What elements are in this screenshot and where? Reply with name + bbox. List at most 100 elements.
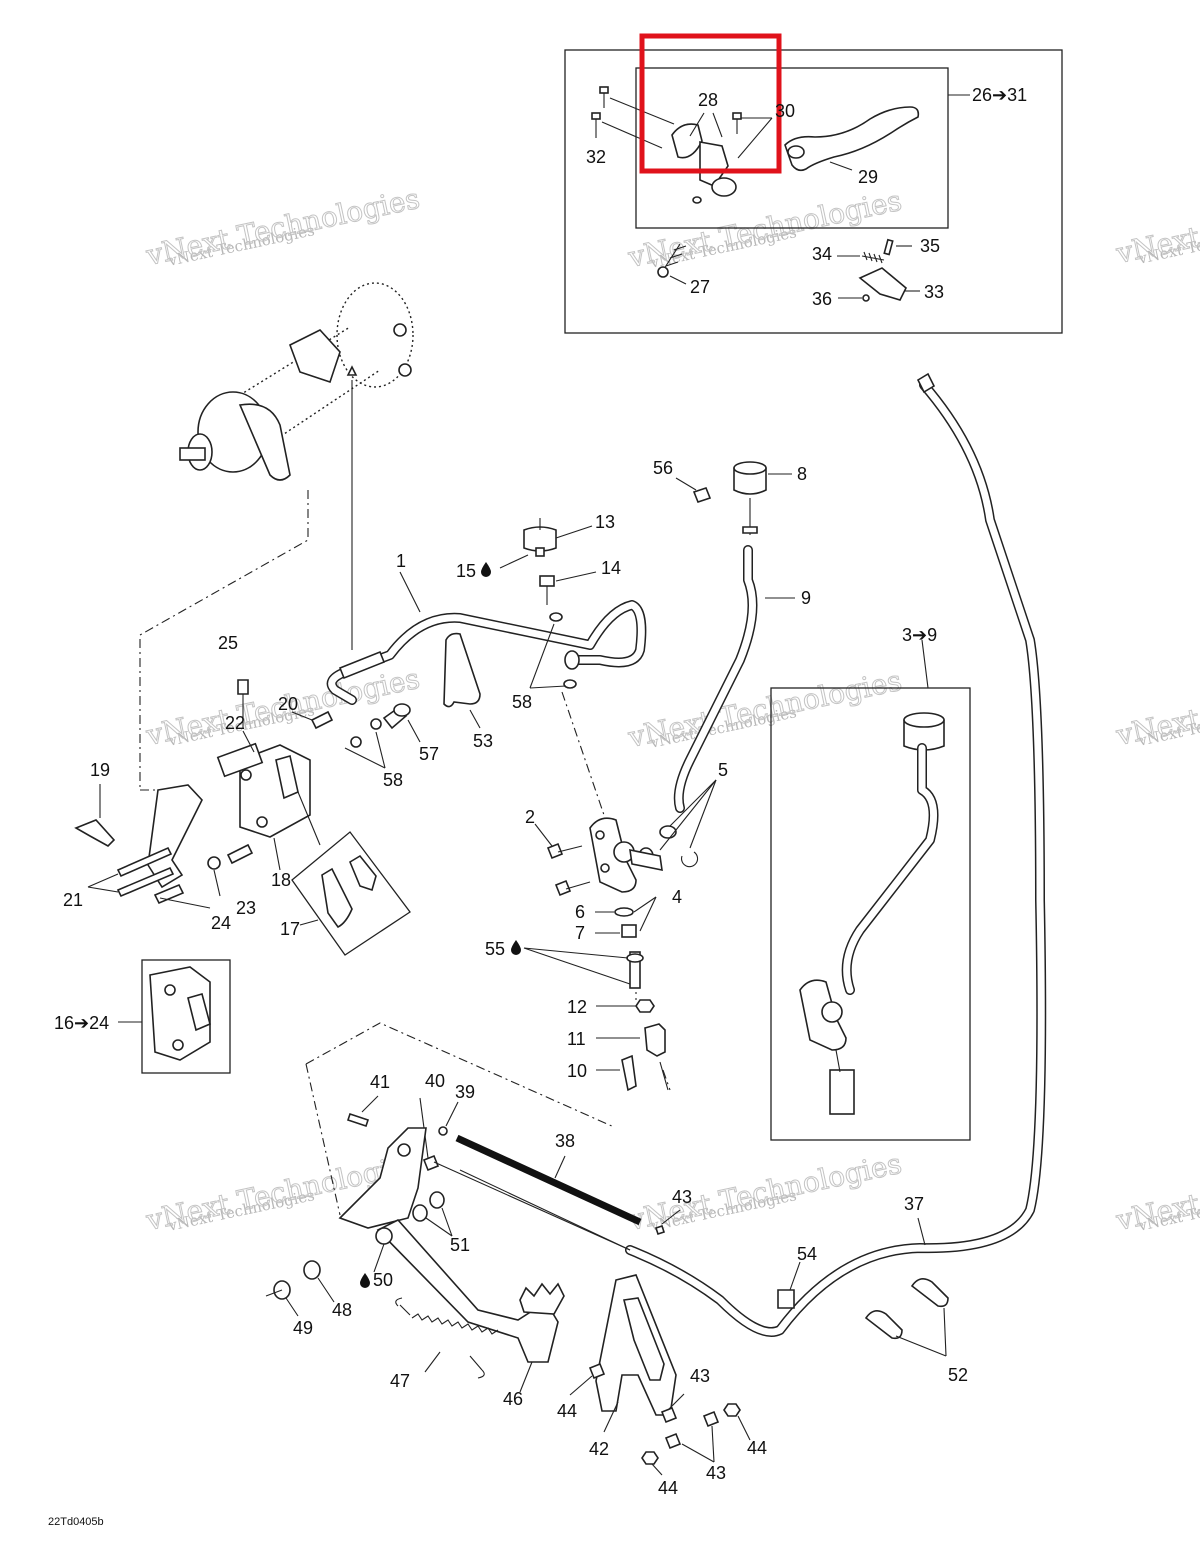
label-17: 17 (280, 919, 300, 939)
label-39: 39 (455, 1082, 475, 1102)
valve-block (499, 461, 795, 1092)
label-48: 48 (332, 1300, 352, 1320)
label-49: 49 (293, 1318, 313, 1338)
label-58-top: 58 (512, 692, 532, 712)
label-44-bottom: 44 (658, 1478, 678, 1498)
figure-code: 22Td0405b (48, 1516, 104, 1528)
watermark: vNext Technologies vNext Technologies (624, 183, 905, 274)
switch-parts (837, 238, 920, 302)
label-32: 32 (586, 147, 606, 167)
caliper-assembly-inset (118, 959, 231, 1074)
watermark: vNext Technologies vNext Technologies (1112, 661, 1200, 752)
label-25: 25 (218, 633, 238, 653)
label-6: 6 (575, 902, 585, 922)
label-18: 18 (271, 870, 291, 890)
lever-29 (784, 106, 920, 172)
watermark: vNext Technologies vNext Technologies (1112, 1146, 1200, 1237)
label-47: 47 (390, 1371, 410, 1391)
label-34: 34 (812, 244, 832, 264)
label-33: 33 (924, 282, 944, 302)
spring-27 (657, 243, 687, 285)
watermark: vNext Technologies vNext Technologies (624, 1146, 905, 1237)
axle-hub (139, 282, 414, 790)
label-4: 4 (672, 887, 682, 907)
watermark: vNext Technologies vNext Technologies (1112, 179, 1200, 270)
label-13: 13 (595, 512, 615, 532)
banjo-fittings (291, 703, 421, 769)
drop-icon (360, 1273, 370, 1288)
label-36: 36 (812, 289, 832, 309)
label-20: 20 (278, 694, 298, 714)
drop-icon (511, 940, 521, 955)
label-11: 11 (567, 1029, 586, 1049)
label-43-top: 43 (672, 1187, 692, 1207)
drop-icon (481, 562, 491, 577)
label-43-bottom: 43 (706, 1463, 726, 1483)
label-53: 53 (473, 731, 493, 751)
label-7: 7 (575, 923, 585, 943)
label-21: 21 (63, 890, 83, 910)
label-56: 56 (653, 458, 673, 478)
label-44-left: 44 (557, 1401, 577, 1421)
caliper (140, 679, 321, 889)
watermark: vNext Technologies vNext Technologies (142, 181, 423, 272)
label-40: 40 (425, 1071, 445, 1091)
svg-text:vNext Technologies: vNext Technologies (625, 184, 905, 274)
label-5: 5 (718, 760, 728, 780)
lever-assembly-group (564, 33, 1063, 334)
label-52: 52 (948, 1365, 968, 1385)
label-27: 27 (690, 277, 710, 297)
label-58-bottom: 58 (383, 770, 403, 790)
label-3-9: 3➔9 (902, 625, 937, 645)
brake-pads-17 (291, 831, 411, 956)
label-54: 54 (797, 1244, 817, 1264)
label-16-24: 16➔24 (54, 1013, 109, 1033)
label-42: 42 (589, 1439, 609, 1459)
label-30: 30 (775, 101, 795, 121)
label-19: 19 (90, 760, 110, 780)
clip-19 (74, 819, 116, 847)
label-44-right: 44 (747, 1438, 767, 1458)
label-15: 15 (456, 561, 476, 581)
highlight-box (639, 33, 782, 174)
brake-line-1 (326, 571, 647, 705)
label-46: 46 (503, 1389, 523, 1409)
label-51: 51 (450, 1235, 470, 1255)
caliper-pins (87, 843, 254, 909)
part-labels: 1 2 3➔9 4 5 6 7 8 9 10 11 12 13 14 15 16… (54, 85, 1027, 1498)
label-29: 29 (858, 167, 878, 187)
svg-text:vNext Technologies: vNext Technologies (625, 1147, 905, 1237)
label-26-31: 26➔31 (972, 85, 1027, 105)
svg-text:vNext Technologies: vNext Technologies (143, 182, 423, 272)
label-43-mid: 43 (690, 1366, 710, 1386)
inner-frame (635, 67, 949, 229)
label-35: 35 (920, 236, 940, 256)
label-2: 2 (525, 807, 535, 827)
label-10: 10 (567, 1061, 587, 1081)
cable-37 (459, 372, 1047, 1337)
screw-32 (591, 86, 675, 149)
brake-pedal-assembly (265, 1022, 751, 1476)
label-28: 28 (698, 90, 718, 110)
screw-30 (732, 112, 773, 159)
label-14: 14 (601, 558, 621, 578)
label-8: 8 (797, 464, 807, 484)
label-22: 22 (225, 713, 245, 733)
label-1: 1 (396, 551, 406, 571)
label-23: 23 (236, 898, 256, 918)
watermark: vNext Technologies vNext Technologies (624, 663, 905, 754)
label-37: 37 (904, 1194, 924, 1214)
cable-clips-52 (864, 1278, 949, 1357)
label-38: 38 (555, 1131, 575, 1151)
label-50: 50 (373, 1270, 393, 1290)
clip-54 (777, 1289, 795, 1309)
master-cylinder-inset (770, 639, 971, 1141)
label-12: 12 (567, 997, 587, 1017)
label-9: 9 (801, 588, 811, 608)
clamp-28 (671, 112, 737, 204)
label-24: 24 (211, 913, 231, 933)
label-41: 41 (370, 1072, 390, 1092)
clip-53 (443, 632, 481, 708)
svg-text:vNext Technologies: vNext Technologies (625, 664, 905, 754)
